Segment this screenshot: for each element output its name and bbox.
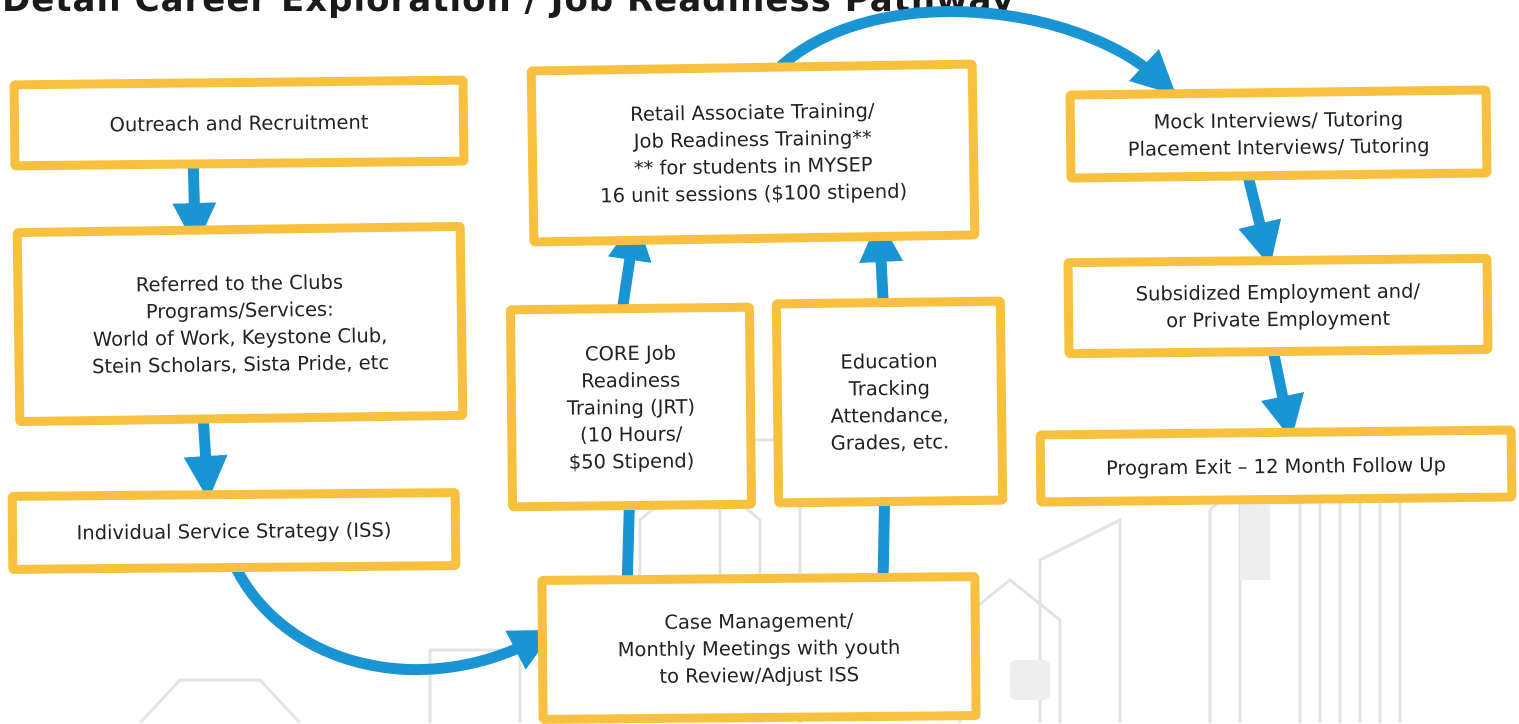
box-individual-service-strategy: Individual Service Strategy (ISS) xyxy=(7,488,461,574)
box-case-management: Case Management/ Monthly Meetings with y… xyxy=(537,572,981,724)
box-referred-text: Referred to the Clubs Programs/Services:… xyxy=(91,270,390,379)
page-title: Detail Career Exploration / Job Readines… xyxy=(2,0,1015,20)
box-retail-associate-training: Retail Associate Training/ Job Readiness… xyxy=(526,59,980,247)
box-subsidized-employment: Subsidized Employment and/ or Private Em… xyxy=(1063,253,1493,359)
box-outreach-text: Outreach and Recruitment xyxy=(109,110,369,136)
box-program-exit: Program Exit – 12 Month Follow Up xyxy=(1035,425,1517,507)
box-education-tracking: Education Tracking Attendance, Grades, e… xyxy=(771,296,1008,508)
box-mock-interviews: Mock Interviews/ Tutoring Placement Inte… xyxy=(1065,85,1492,183)
box-subsidized-text: Subsidized Employment and/ or Private Em… xyxy=(1135,279,1421,333)
box-education-text: Education Tracking Attendance, Grades, e… xyxy=(830,349,950,455)
box-core-text: CORE Job Readiness Training (JRT) (10 Ho… xyxy=(566,341,696,474)
box-referred-to-clubs: Referred to the Clubs Programs/Services:… xyxy=(12,221,468,427)
box-outreach-recruitment: Outreach and Recruitment xyxy=(9,75,469,171)
box-retail-text: Retail Associate Training/ Job Readiness… xyxy=(600,99,908,208)
box-case-text: Case Management/ Monthly Meetings with y… xyxy=(617,608,901,688)
box-iss-text: Individual Service Strategy (ISS) xyxy=(76,518,392,544)
box-exit-text: Program Exit – 12 Month Follow Up xyxy=(1105,452,1447,480)
box-mock-text: Mock Interviews/ Tutoring Placement Inte… xyxy=(1127,107,1430,161)
box-core-job-readiness: CORE Job Readiness Training (JRT) (10 Ho… xyxy=(505,302,757,512)
